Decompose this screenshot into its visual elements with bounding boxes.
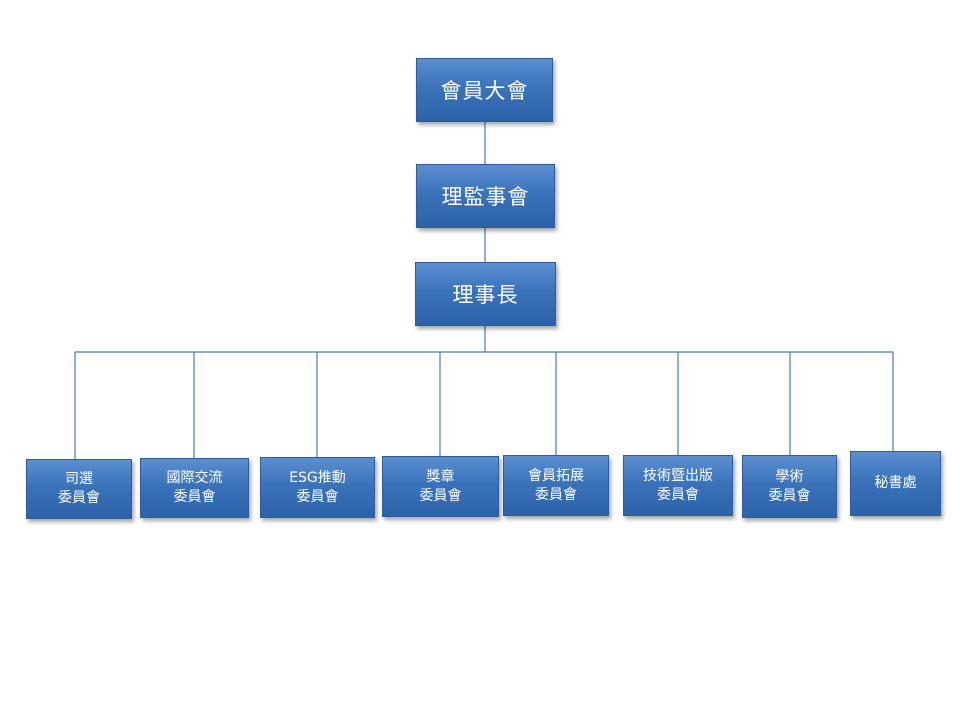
node-international-line-2: 委員會 xyxy=(173,489,216,505)
node-nomination-line-1: 司選 xyxy=(65,471,93,487)
node-academic-line-2: 委員會 xyxy=(768,487,811,504)
node-secretariat-line-1: 秘書處 xyxy=(874,475,917,491)
node-general-assembly: 會員大會 xyxy=(416,58,553,122)
node-nomination-line-2: 委員會 xyxy=(58,490,100,506)
node-membership-line-1: 會員拓展 xyxy=(528,467,584,484)
node-secretariat: 秘書處 xyxy=(850,451,941,516)
node-chairman-label: 理事長 xyxy=(452,283,519,307)
node-international-line-1: 國際交流 xyxy=(166,470,223,486)
node-board: 理監事會 xyxy=(416,164,555,228)
node-awards-line-2: 委員會 xyxy=(419,487,462,504)
node-academic-line-1: 學術 xyxy=(775,468,804,485)
node-international-committee: 國際交流 委員會 xyxy=(140,458,249,518)
node-awards-line-1: 獎章 xyxy=(426,468,455,485)
node-technology-publishing-line-1: 技術暨出版 xyxy=(643,467,713,484)
node-esg-line-2: 委員會 xyxy=(296,488,339,505)
node-nomination-committee: 司選 委員會 xyxy=(26,459,132,519)
node-academic-committee: 學術 委員會 xyxy=(742,455,837,518)
node-esg-committee: ESG推動 委員會 xyxy=(260,457,375,518)
node-membership-line-2: 委員會 xyxy=(535,486,577,503)
node-esg-line-1: ESG推動 xyxy=(289,469,346,486)
node-technology-publishing-committee: 技術暨出版 委員會 xyxy=(623,455,733,516)
node-general-assembly-label: 會員大會 xyxy=(440,79,529,103)
node-awards-committee: 獎章 委員會 xyxy=(382,456,499,517)
node-membership-committee: 會員拓展 委員會 xyxy=(503,455,609,516)
node-technology-publishing-line-2: 委員會 xyxy=(657,486,699,503)
node-board-label: 理監事會 xyxy=(441,185,530,209)
node-chairman: 理事長 xyxy=(415,262,556,326)
